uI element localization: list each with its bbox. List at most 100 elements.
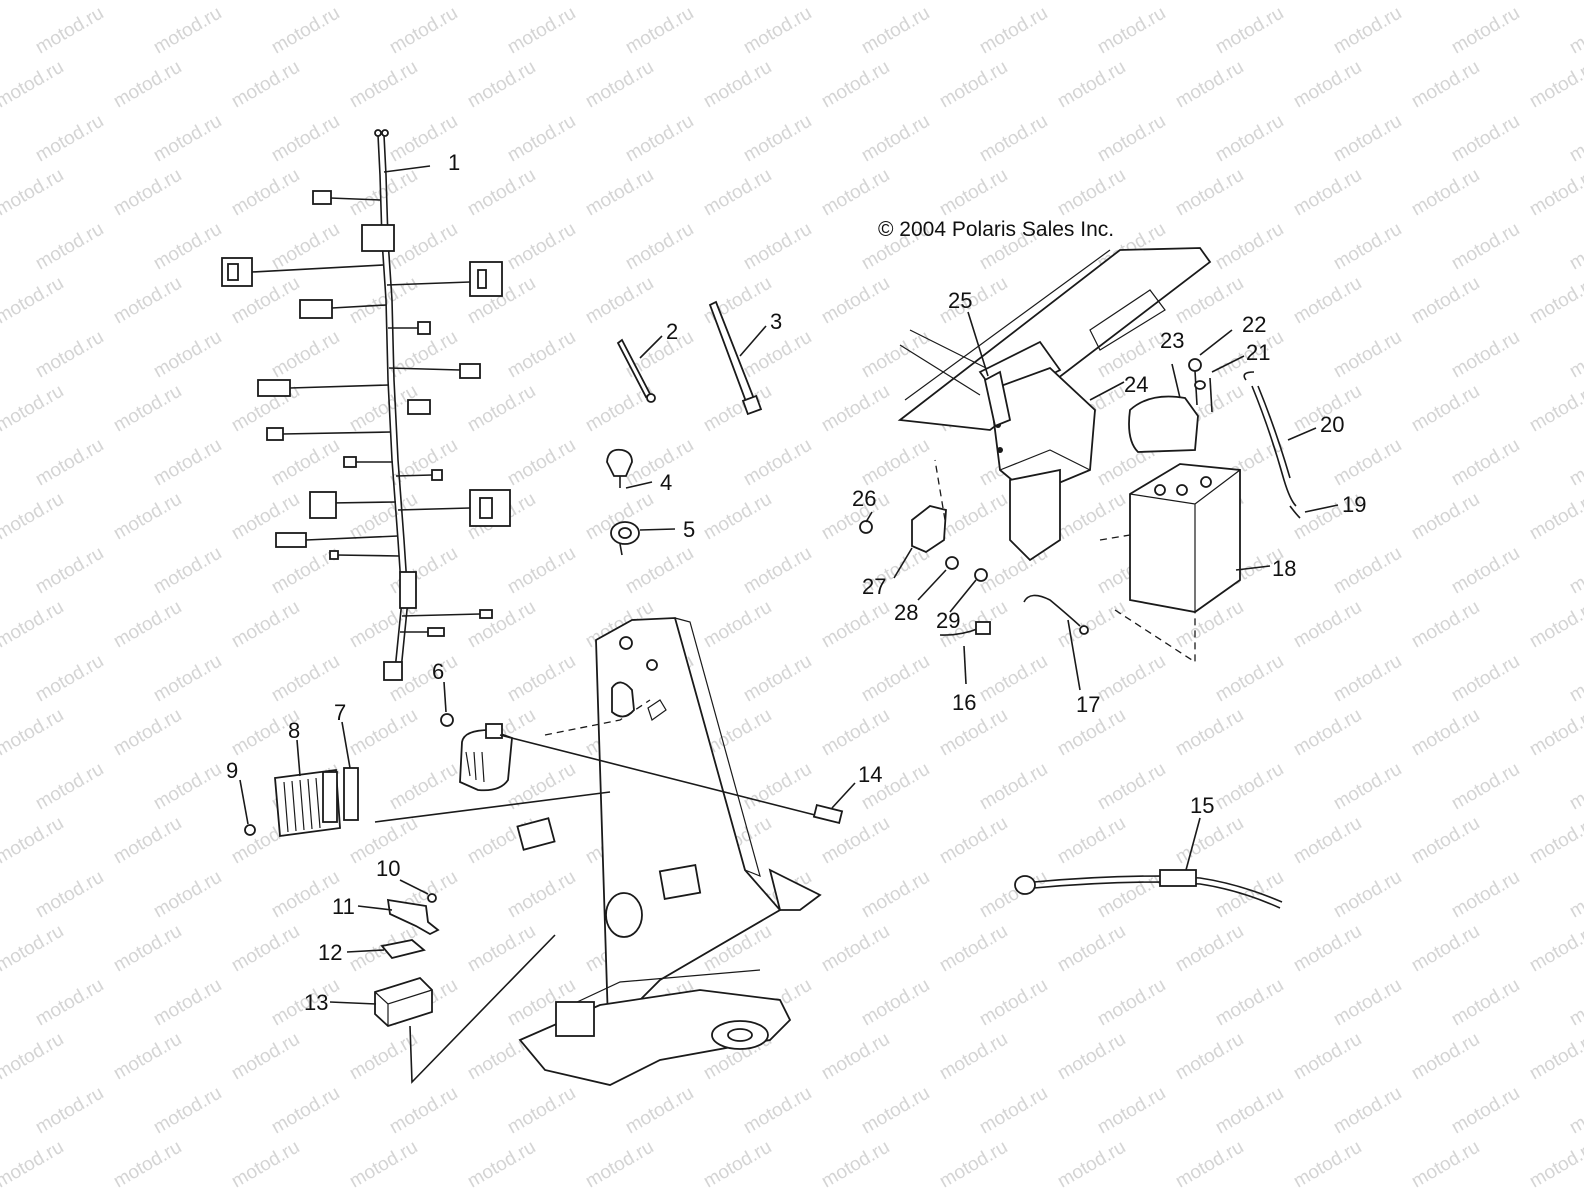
part-3-cable-tie bbox=[708, 300, 763, 416]
watermark-text: motod.ru bbox=[504, 111, 579, 167]
callout-7: 7 bbox=[334, 700, 346, 725]
watermark-text: motod.ru bbox=[740, 111, 815, 167]
watermark-text: motod.ru bbox=[818, 1137, 893, 1188]
watermark-text: motod.ru bbox=[740, 327, 815, 383]
watermark-text: motod.ru bbox=[1094, 651, 1169, 707]
watermark-text: motod.ru bbox=[1448, 759, 1523, 815]
watermark-text: motod.ru bbox=[0, 813, 67, 869]
callout-2: 2 bbox=[666, 319, 678, 344]
watermark-text: motod.ru bbox=[700, 597, 775, 653]
watermark-text: motod.ru bbox=[110, 1137, 185, 1188]
watermark-text: motod.ru bbox=[1566, 759, 1584, 815]
part-2-cable-tie bbox=[616, 338, 656, 403]
watermark-text: motod.ru bbox=[150, 219, 225, 275]
watermark-text: motod.ru bbox=[504, 543, 579, 599]
watermark-text: motod.ru bbox=[1566, 1083, 1584, 1139]
watermark-text: motod.ru bbox=[1448, 111, 1523, 167]
watermark-text: motod.ru bbox=[858, 435, 933, 491]
watermark-text: motod.ru bbox=[268, 435, 343, 491]
watermark-text: motod.ru bbox=[150, 651, 225, 707]
watermark-text: motod.ru bbox=[1526, 597, 1584, 653]
watermark-text: motod.ru bbox=[1526, 1029, 1584, 1085]
watermark-text: motod.ru bbox=[936, 57, 1011, 113]
watermark-text: motod.ru bbox=[1408, 705, 1483, 761]
part-29-nut bbox=[974, 568, 988, 582]
watermark-text: motod.ru bbox=[1526, 705, 1584, 761]
watermark-text: motod.ru bbox=[936, 489, 1011, 545]
watermark-text: motod.ru bbox=[1408, 381, 1483, 437]
watermark-text: motod.ru bbox=[1566, 975, 1584, 1031]
watermark-text: motod.ru bbox=[110, 705, 185, 761]
watermark-text: motod.ru bbox=[1408, 1029, 1483, 1085]
watermark-text: motod.ru bbox=[1448, 327, 1523, 383]
watermark-text: motod.ru bbox=[1526, 57, 1584, 113]
watermark-text: motod.ru bbox=[1290, 165, 1365, 221]
callout-18: 18 bbox=[1272, 556, 1296, 581]
part-9-screw bbox=[244, 824, 256, 836]
watermark-text: motod.ru bbox=[110, 489, 185, 545]
watermark-text: motod.ru bbox=[1408, 813, 1483, 869]
watermark-text: motod.ru bbox=[818, 705, 893, 761]
callout-6: 6 bbox=[432, 659, 444, 684]
watermark-text: motod.ru bbox=[0, 705, 67, 761]
watermark-text: motod.ru bbox=[818, 165, 893, 221]
watermark-text: motod.ru bbox=[1448, 435, 1523, 491]
watermark-text: motod.ru bbox=[268, 111, 343, 167]
watermark-text: motod.ru bbox=[0, 57, 67, 113]
watermark-text: motod.ru bbox=[622, 111, 697, 167]
watermark-text: motod.ru bbox=[346, 273, 421, 329]
watermark-text: motod.ru bbox=[700, 1137, 775, 1188]
watermark-text: motod.ru bbox=[228, 0, 303, 4]
part-13-module bbox=[374, 934, 556, 1084]
watermark-text: motod.ru bbox=[504, 219, 579, 275]
watermark-text: motod.ru bbox=[150, 543, 225, 599]
part-26-nut bbox=[859, 520, 873, 534]
watermark-text: motod.ru bbox=[1566, 219, 1584, 275]
watermark-text: motod.ru bbox=[1566, 435, 1584, 491]
watermark-text: motod.ru bbox=[32, 543, 107, 599]
watermark-text: motod.ru bbox=[1094, 867, 1169, 923]
watermark-text: motod.ru bbox=[150, 111, 225, 167]
watermark-text: motod.ru bbox=[700, 273, 775, 329]
watermark-text: motod.ru bbox=[700, 57, 775, 113]
part-14-bolt bbox=[499, 734, 844, 825]
callout-26: 26 bbox=[852, 486, 876, 511]
watermark-text: motod.ru bbox=[228, 1137, 303, 1188]
watermark-text: motod.ru bbox=[582, 57, 657, 113]
part-20-cable bbox=[1243, 371, 1301, 519]
watermark-text: motod.ru bbox=[1330, 543, 1405, 599]
watermark-text: motod.ru bbox=[110, 921, 185, 977]
watermark-text: motod.ru bbox=[582, 0, 657, 4]
watermark-text: motod.ru bbox=[1290, 1029, 1365, 1085]
watermark-text: motod.ru bbox=[504, 3, 579, 59]
watermark-text: motod.ru bbox=[1408, 0, 1483, 4]
watermark-text: motod.ru bbox=[32, 3, 107, 59]
part-7-bracket bbox=[343, 767, 611, 823]
watermark-text: motod.ru bbox=[936, 921, 1011, 977]
part-28-nut bbox=[945, 556, 959, 570]
watermark-text: motod.ru bbox=[1526, 0, 1584, 4]
part-8-regulator bbox=[274, 768, 341, 838]
watermark-text: motod.ru bbox=[1054, 0, 1129, 4]
watermark-text: motod.ru bbox=[1172, 1029, 1247, 1085]
watermark-text: motod.ru bbox=[504, 759, 579, 815]
watermark-text: motod.ru bbox=[818, 381, 893, 437]
watermark-text: motod.ru bbox=[1054, 813, 1129, 869]
watermark-text: motod.ru bbox=[622, 543, 697, 599]
watermark-text: motod.ru bbox=[700, 0, 775, 4]
watermark-text: motod.ru bbox=[150, 1083, 225, 1139]
callout-27: 27 bbox=[862, 574, 886, 599]
watermark-text: motod.ru bbox=[622, 219, 697, 275]
watermark-text: motod.ru bbox=[1566, 111, 1584, 167]
watermark-text: motod.ru bbox=[1290, 0, 1365, 4]
watermark-text: motod.ru bbox=[464, 57, 539, 113]
watermark-text: motod.ru bbox=[110, 813, 185, 869]
watermark-text: motod.ru bbox=[1526, 1137, 1584, 1188]
part-24-battery-box bbox=[989, 366, 1096, 562]
watermark-text: motod.ru bbox=[622, 3, 697, 59]
watermark-text: motod.ru bbox=[386, 3, 461, 59]
part-15-cable bbox=[1014, 869, 1283, 909]
watermark-text: motod.ru bbox=[1212, 1083, 1287, 1139]
watermark-text: motod.ru bbox=[936, 813, 1011, 869]
